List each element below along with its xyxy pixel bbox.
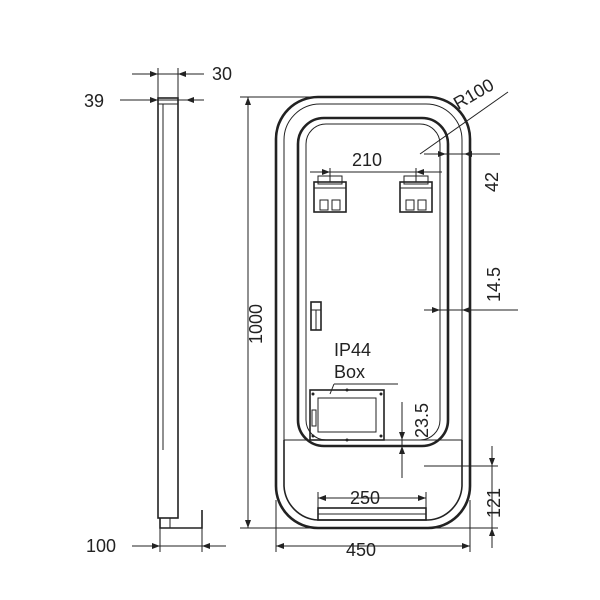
dim-450-arrow-right [462, 543, 470, 549]
dim-42-label: 42 [482, 172, 502, 192]
side-view: 30 39 100 [84, 64, 232, 556]
dim-23-5-arrow-top [399, 432, 405, 440]
dim-210-arrow-left [322, 169, 330, 175]
dim-30-arrow-right [178, 71, 186, 77]
mirror-inner-panel [296, 116, 450, 448]
side-wall-bracket [159, 510, 203, 529]
touch-switch [310, 301, 322, 331]
dim-210-arrow-right [416, 169, 424, 175]
front-view: 1000 R100 210 42 [240, 75, 518, 560]
dim-250-label: 250 [350, 488, 380, 508]
dim-39-arrow-right [186, 97, 194, 103]
dim-radius-label: R100 [450, 75, 497, 114]
dim-121-arrow-bottom [489, 528, 495, 536]
dim-121-arrow-top [489, 458, 495, 466]
dim-250-arrow-right [418, 495, 426, 501]
dim-30-label: 30 [212, 64, 232, 84]
dim-1000-label: 1000 [246, 304, 266, 344]
dim-100-arrow-left [152, 543, 160, 549]
box-label: Box [334, 362, 365, 382]
dim-23-5-arrow-bottom [399, 446, 405, 454]
ip44-label: IP44 [334, 340, 371, 360]
dim-121-label: 121 [484, 488, 504, 518]
dim-450-arrow-left [276, 543, 284, 549]
side-profile-panel [157, 97, 179, 519]
dim-23-5-label: 23.5 [412, 403, 432, 438]
mirror-outer-frame [274, 95, 472, 530]
dim-radius-leader [419, 91, 509, 155]
dim-39-label: 39 [84, 91, 104, 111]
dim-210-label: 210 [352, 150, 382, 170]
dim-14-5-label: 14.5 [484, 267, 504, 302]
dim-42-arrow-left [438, 151, 446, 157]
dim-450-label: 450 [346, 540, 376, 560]
dim-100-label: 100 [86, 536, 116, 556]
dim-14-5-arrow-right [462, 307, 470, 313]
mirror-inner-panel-edge [305, 123, 441, 441]
dim-39-arrow-left [150, 97, 158, 103]
dim-1000-arrow-top [245, 97, 251, 105]
dim-100-arrow-right [202, 543, 210, 549]
dim-42-arrow-right [464, 151, 472, 157]
dim-1000-arrow-bottom [245, 520, 251, 528]
dim-14-5-arrow-left [432, 307, 440, 313]
box-label-leader-drop [329, 383, 335, 395]
ip44-junction-box [309, 388, 385, 442]
dim-250-arrow-left [318, 495, 326, 501]
dim-30-arrow-left [150, 71, 158, 77]
